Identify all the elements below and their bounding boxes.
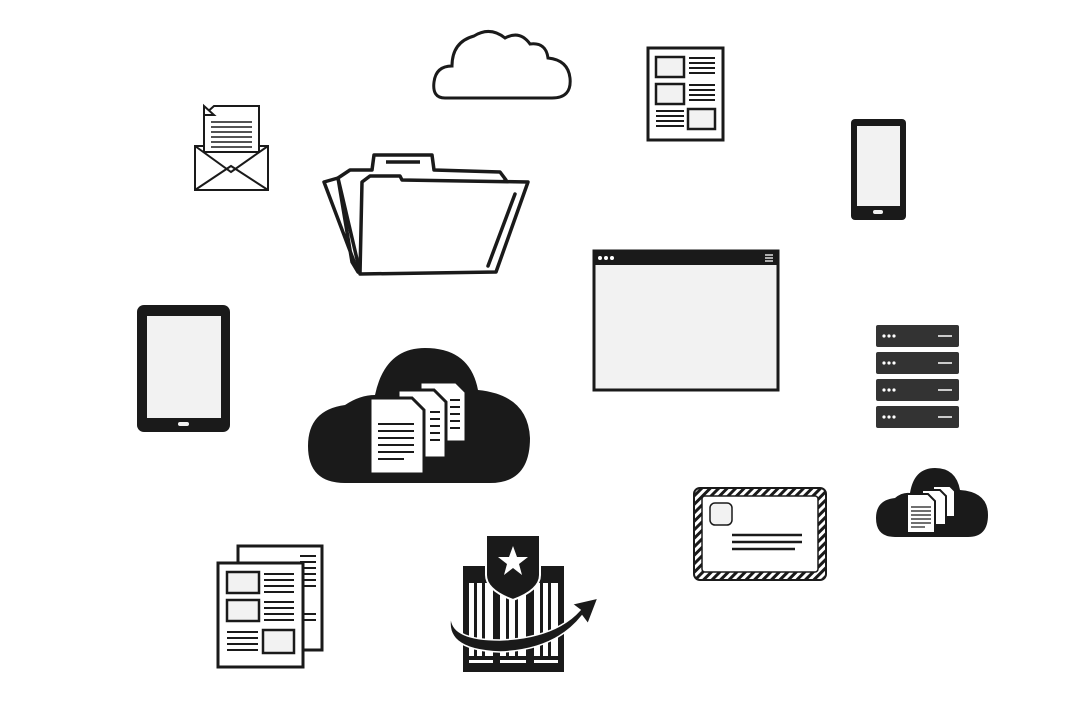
smartphone-icon xyxy=(851,119,906,220)
cloud-outline-icon xyxy=(432,30,572,100)
building-shield-arrow-icon xyxy=(449,534,600,672)
cloud-documents-icon xyxy=(308,348,530,483)
browser-window-icon xyxy=(592,249,780,392)
envelope-letter-icon xyxy=(194,103,269,191)
server-rack-icon xyxy=(876,325,959,428)
small-cloud-documents-icon xyxy=(876,468,988,537)
tablet-icon xyxy=(137,305,230,432)
newspaper-icon xyxy=(646,46,725,142)
id-card-icon xyxy=(693,487,827,581)
newspapers-stack-icon xyxy=(216,544,324,669)
open-folder-icon xyxy=(322,153,530,276)
